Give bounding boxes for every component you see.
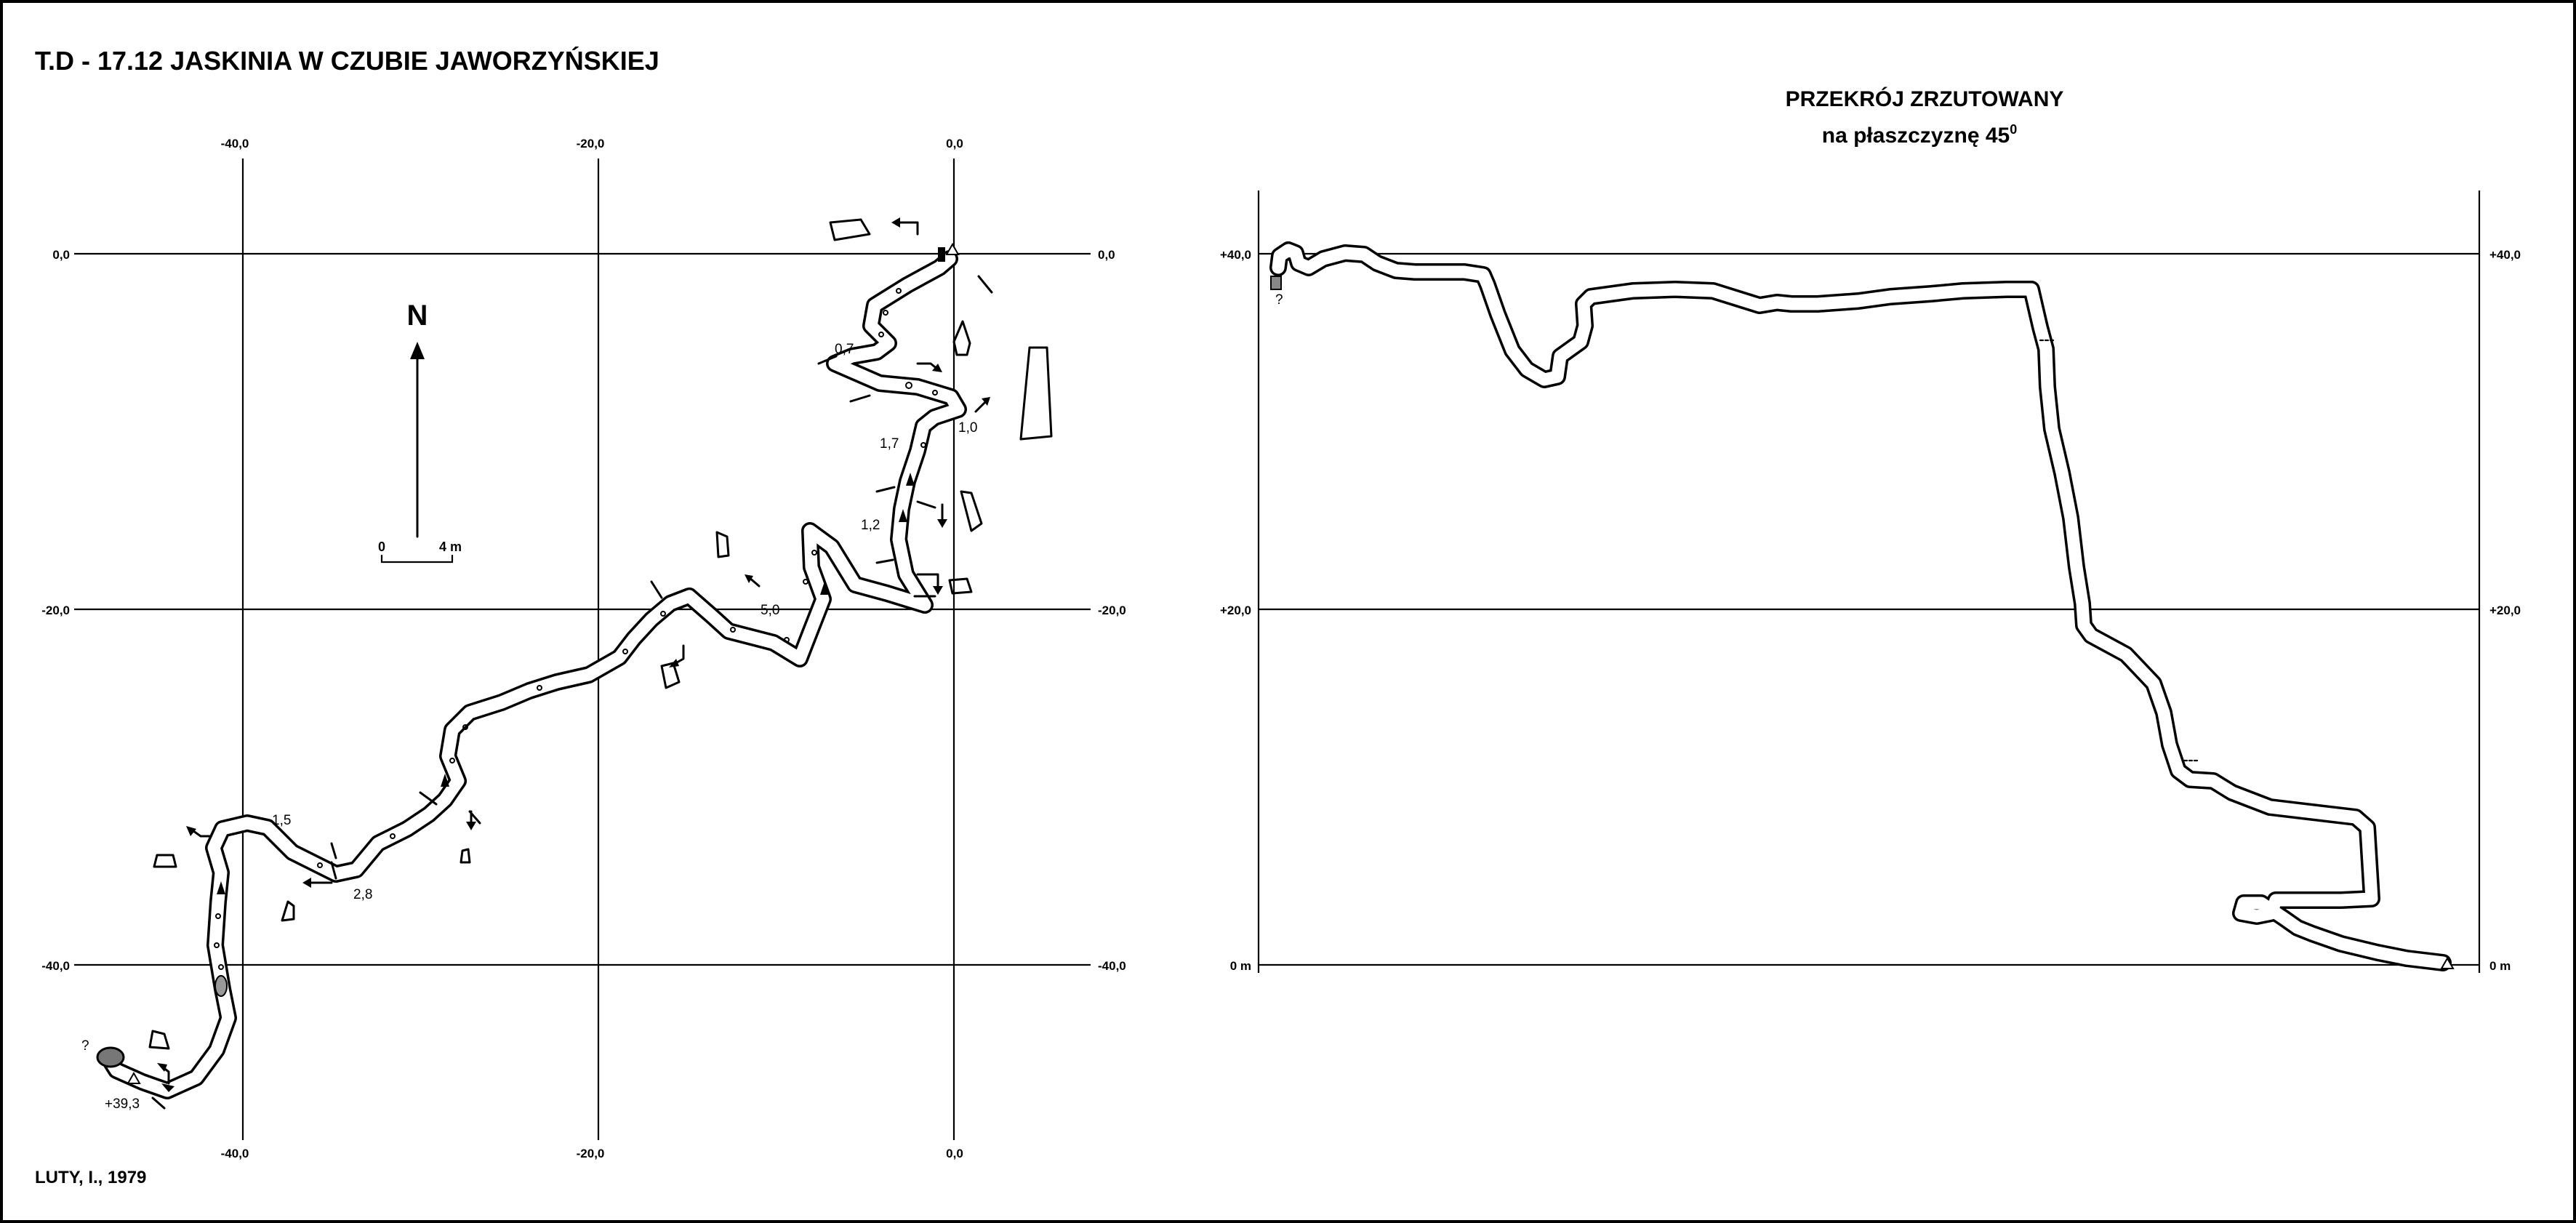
meas-1-0: 1,0: [958, 420, 977, 436]
meas-1-2: 1,2: [861, 518, 880, 533]
section-title-superscript: 0: [2010, 122, 2017, 137]
section-y-tick-left-3: 0 m: [1230, 959, 1251, 973]
section-title-main: na płaszczyznę 45: [1822, 124, 2010, 148]
scale-start-label: 0: [378, 540, 385, 554]
plan-mid-sump: [214, 975, 228, 997]
plan-grid: [74, 159, 1091, 1140]
plan-x-tick-bottom-2: -20,0: [577, 1147, 605, 1160]
floor-debris: [214, 288, 938, 970]
meas-5-0: 5,0: [761, 603, 779, 618]
sheet-title: T.D - 17.12 JASKINIA W CZUBIE JAWORZYŃSK…: [35, 46, 659, 76]
plan-y-tick-right-1: 0,0: [1098, 248, 1115, 262]
scale-bar: 0 4 m: [378, 540, 462, 564]
plan-view: -40,0 -20,0 0,0 -40,0 -20,0 0,0 0,0 -20,…: [41, 137, 1126, 1160]
plan-unknown-mark: ?: [81, 1038, 89, 1054]
section-y-tick-right-3: 0 m: [2489, 959, 2511, 973]
author-credit: LUTY, I., 1979: [35, 1168, 146, 1187]
section-y-tick-left-1: +40,0: [1220, 248, 1251, 262]
plan-x-tick-bottom-3: 0,0: [946, 1147, 963, 1160]
plan-fixed-point-marker: [127, 1071, 141, 1084]
plan-entrance-marker: [938, 242, 960, 262]
section-cave-passage: [1269, 241, 2452, 971]
plan-cave-passage: [96, 250, 967, 1099]
plan-y-tick-left-1: 0,0: [52, 248, 70, 262]
meas-0-7: 0,7: [835, 342, 854, 357]
plan-y-tick-left-2: -20,0: [41, 604, 70, 617]
meas-2-8: 2,8: [353, 887, 372, 902]
plan-detail-sketches: [148, 218, 1053, 1050]
scale-end-label: 4 m: [439, 540, 462, 554]
plan-x-tick-top-1: -40,0: [221, 137, 249, 151]
section-entrance-marker: [2440, 956, 2455, 969]
plan-x-tick-top-2: -20,0: [577, 137, 605, 151]
plan-y-tick-right-2: -20,0: [1098, 604, 1126, 617]
section-grid: [1257, 191, 2481, 973]
plan-y-tick-right-3: -40,0: [1098, 959, 1126, 973]
plan-x-tick-bottom-1: -40,0: [221, 1147, 249, 1160]
section-y-tick-right-1: +40,0: [2489, 248, 2521, 262]
plan-x-tick-top-3: 0,0: [946, 137, 963, 151]
section-y-tick-right-2: +20,0: [2489, 604, 2521, 617]
section-title-line2: na płaszczyznę 450: [1822, 122, 2017, 148]
meas-39-3: +39,3: [105, 1096, 140, 1112]
section-view: PRZEKRÓJ ZRZUTOWANY na płaszczyznę 450 +…: [1220, 87, 2521, 973]
section-terminal-sump: [1270, 276, 1282, 290]
section-title-line1: PRZEKRÓJ ZRZUTOWANY: [1786, 87, 2064, 111]
plan-y-tick-left-3: -40,0: [41, 959, 70, 973]
meas-1-5: 1,5: [272, 813, 291, 828]
section-unknown-mark: ?: [1275, 292, 1283, 308]
north-label: N: [407, 300, 428, 332]
section-y-tick-left-2: +20,0: [1220, 604, 1251, 617]
slope-marks: [161, 473, 915, 1092]
plan-terminal-sump: [96, 1046, 125, 1068]
meas-1-7: 1,7: [880, 436, 899, 452]
north-arrow: N: [407, 300, 428, 538]
